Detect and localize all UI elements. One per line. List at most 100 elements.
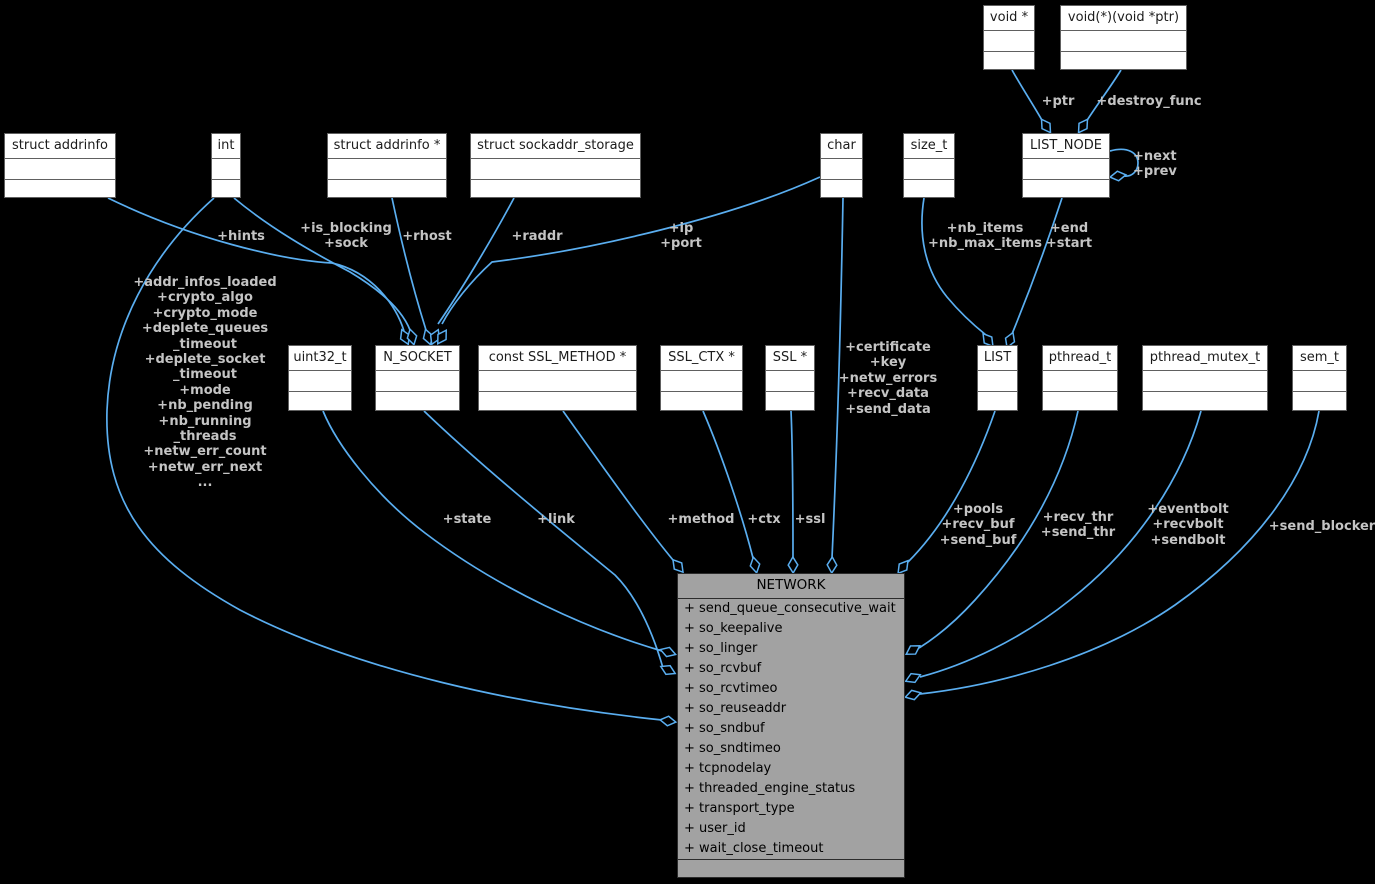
node-list[interactable]: LIST — [977, 345, 1018, 411]
edge-label-ptr: +ptr — [1041, 94, 1075, 109]
node-sem-t[interactable]: sem_t — [1292, 345, 1347, 411]
edge-label-mutex-members: +eventbolt +recvbolt +sendbolt — [1147, 502, 1229, 548]
node-title: const SSL_METHOD * — [479, 346, 636, 371]
aggregation-diamond-icon — [982, 332, 994, 348]
aggregation-diamond-icon — [1077, 118, 1089, 134]
network-empty-compartment — [678, 859, 904, 877]
edge-addrinfoptr-nsocket — [391, 197, 427, 331]
edge-label-end-start: +end +start — [1045, 221, 1093, 252]
aggregation-diamond-icon — [904, 644, 922, 656]
edge-int-network — [106, 197, 663, 721]
node-struct-addrinfo[interactable]: struct addrinfo — [4, 133, 116, 198]
aggregation-diamond-icon — [659, 646, 677, 658]
edge-label-char-members: +certificate +key +netw_errors +recv_dat… — [838, 340, 938, 417]
edge-list-network — [907, 410, 996, 563]
edge-label-list-members: +pools +recv_buf +send_buf — [939, 502, 1017, 548]
network-field: + so_reuseaddr — [684, 701, 787, 716]
network-field: + wait_close_timeout — [684, 841, 824, 856]
node-uint32-t[interactable]: uint32_t — [288, 345, 352, 411]
node-title: SSL_CTX * — [661, 346, 742, 371]
aggregation-diamond-icon — [436, 328, 448, 346]
node-title: pthread_mutex_t — [1143, 346, 1267, 371]
network-field: + tcpnodelay — [684, 761, 772, 776]
node-title: size_t — [904, 134, 954, 159]
aggregation-diamond-icon — [903, 689, 923, 701]
node-title: void * — [984, 6, 1034, 31]
edge-label-ctx: +ctx — [747, 512, 781, 527]
network-field: + so_rcvbuf — [684, 661, 762, 676]
edge-voidfn-listnode — [1085, 69, 1122, 123]
edge-sslctx-network — [702, 410, 754, 559]
node-ssl-method[interactable]: const SSL_METHOD * — [478, 345, 637, 411]
node-title: LIST — [978, 346, 1017, 371]
node-title: sem_t — [1293, 346, 1346, 371]
network-title: NETWORK — [678, 574, 904, 599]
node-title: struct addrinfo — [5, 134, 115, 159]
edge-label-next: +next — [1133, 149, 1177, 164]
network-field: + so_linger — [684, 641, 758, 656]
node-title: pthread_t — [1043, 346, 1117, 371]
edge-label-destroy-func: +destroy_func — [1096, 94, 1202, 109]
node-struct-addrinfo-ptr[interactable]: struct addrinfo * — [327, 133, 447, 198]
edge-label-rhost: +rhost — [402, 229, 452, 244]
edge-label-nb-items: +nb_items +nb_max_items — [928, 221, 1042, 252]
network-field: + transport_type — [684, 801, 795, 816]
node-ssl-ctx[interactable]: SSL_CTX * — [660, 345, 743, 411]
network-field: + user_id — [684, 821, 746, 836]
edge-label-method: +method — [667, 512, 735, 527]
node-int[interactable]: int — [211, 133, 241, 198]
aggregation-diamond-icon — [659, 664, 677, 676]
edge-char-nsocket — [441, 176, 821, 325]
edge-listnode-list — [1011, 197, 1063, 335]
edge-label-int-members: +addr_infos_loaded +crypto_algo +crypto_… — [133, 275, 277, 491]
edge-label-thread-members: +recv_thr +send_thr — [1040, 510, 1116, 541]
edge-listnode-self-loop — [1109, 148, 1139, 177]
aggregation-diamond-icon — [897, 559, 909, 575]
node-pthread-mutex-t[interactable]: pthread_mutex_t — [1142, 345, 1268, 411]
edge-label-send-blocker: +send_blocker — [1268, 519, 1375, 534]
edge-sizet-list — [921, 197, 987, 336]
edge-ssl-network — [790, 410, 794, 559]
node-sockaddr-storage[interactable]: struct sockaddr_storage — [470, 133, 641, 198]
network-field: + so_rcvtimeo — [684, 681, 778, 696]
node-title: SSL * — [766, 346, 814, 371]
node-title: struct addrinfo * — [328, 134, 446, 159]
edge-label-raddr: +raddr — [511, 229, 563, 244]
edge-mutex-network — [919, 410, 1202, 678]
node-void-ptr[interactable]: void * — [983, 5, 1035, 70]
edge-label-prev: +prev — [1133, 164, 1177, 179]
network-field: + so_sndtimeo — [684, 741, 781, 756]
aggregation-diamond-icon — [749, 555, 761, 575]
node-size-t[interactable]: size_t — [903, 133, 955, 198]
node-ssl[interactable]: SSL * — [765, 345, 815, 411]
node-title: struct sockaddr_storage — [471, 134, 640, 159]
aggregation-diamond-icon — [1108, 170, 1128, 182]
node-network: NETWORK + send_queue_consecutive_wait + … — [677, 573, 905, 878]
node-pthread-t[interactable]: pthread_t — [1042, 345, 1118, 411]
aggregation-diamond-icon — [672, 558, 684, 574]
aggregation-diamond-icon — [429, 328, 441, 346]
node-char[interactable]: char — [820, 133, 863, 198]
edge-sem-network — [919, 410, 1320, 695]
edge-uint32-network — [322, 410, 663, 652]
network-field: + so_sndbuf — [684, 721, 765, 736]
node-title: N_SOCKET — [376, 346, 459, 371]
edge-label-ip-port: +ip +port — [660, 221, 702, 252]
node-title: char — [821, 134, 862, 159]
node-title: uint32_t — [289, 346, 351, 371]
aggregation-diamond-icon — [787, 555, 799, 575]
network-field: + send_queue_consecutive_wait — [684, 601, 896, 616]
edge-label-ssl: +ssl — [794, 512, 826, 527]
edge-label-is-blocking-sock: +is_blocking +sock — [300, 221, 392, 252]
node-void-fn[interactable]: void(*)(void *ptr) — [1060, 5, 1187, 70]
node-list-node[interactable]: LIST_NODE — [1022, 133, 1110, 198]
edge-int-nsocket — [233, 197, 411, 331]
node-n-socket[interactable]: N_SOCKET — [375, 345, 460, 411]
node-title: void(*)(void *ptr) — [1061, 6, 1186, 31]
edge-nsocket-network — [423, 410, 664, 669]
edge-label-link: +link — [537, 512, 575, 527]
network-field: + threaded_engine_status — [684, 781, 856, 796]
edge-sockaddr-nsocket — [437, 197, 515, 325]
node-title: LIST_NODE — [1023, 134, 1109, 159]
